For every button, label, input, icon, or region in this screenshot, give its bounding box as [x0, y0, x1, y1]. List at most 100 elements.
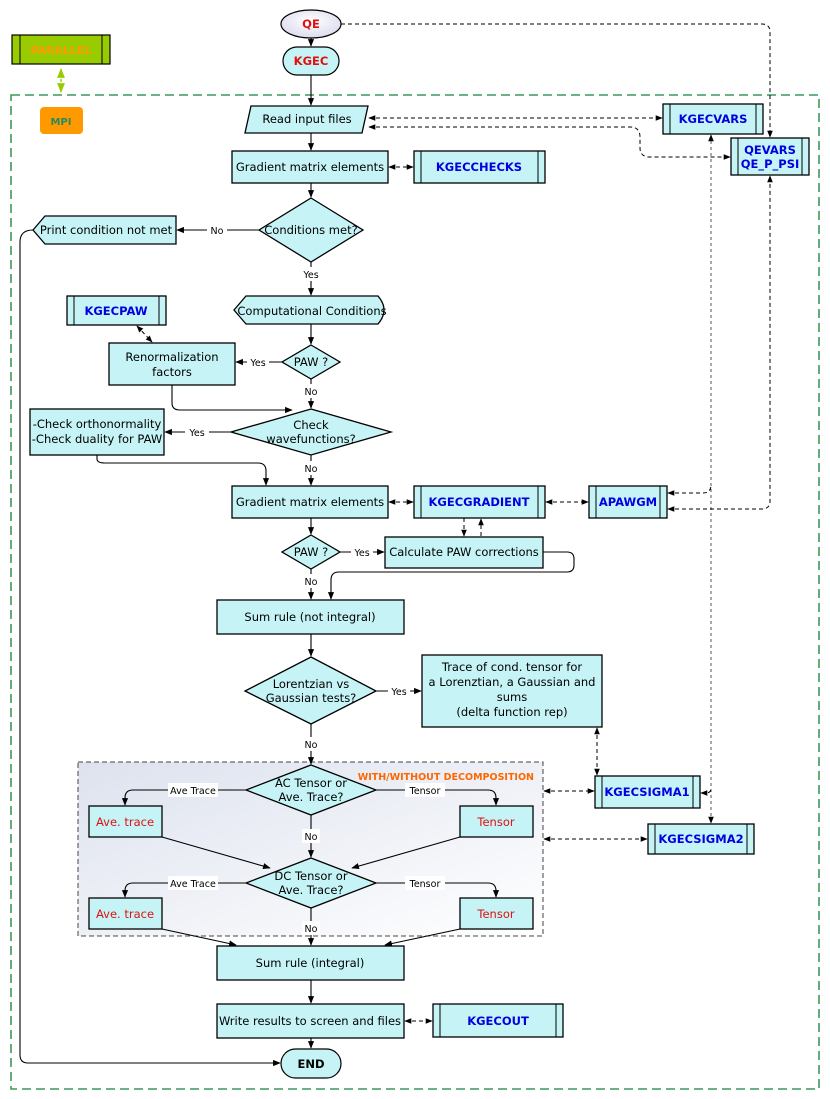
edge-yes-conditions: Yes [302, 270, 318, 281]
grad1-label: Gradient matrix elements [236, 160, 384, 174]
renorm-node: Renormalization factors [108, 342, 236, 386]
tensor1-label: Tensor [476, 815, 514, 829]
grad1-node: Gradient matrix elements [231, 150, 389, 184]
checkortho-label-1: -Check orthonormality [33, 417, 162, 431]
checkortho-node: -Check orthonormality -Check duality for… [29, 408, 165, 456]
edge-no-paw1: No [305, 387, 318, 398]
qevars-node: QEVARS QE_P_PSI [730, 137, 810, 176]
lorentz-node: Lorentzian vs Gaussian tests? [243, 656, 378, 725]
kgecgradient-node: KGECGRADIENT [413, 485, 546, 519]
edge-avetrace-dc: Ave Trace [170, 879, 216, 890]
sumrule-int-node: Sum rule (integral) [216, 945, 405, 981]
qevars-label-2: QE_P_PSI [741, 157, 800, 172]
mpi-frame [10, 94, 820, 1090]
apawgm-label: APAWGM [599, 495, 657, 509]
edge-yes-paw2: Yes [353, 548, 369, 559]
trace-label-3: sums [497, 690, 527, 704]
edge-yes-lorentz: Yes [390, 687, 406, 698]
trace-label-2: a Lorenztian, a Gaussian and [429, 675, 596, 689]
decomp-label: WITH/WITHOUT DECOMPOSITION [358, 772, 534, 783]
conditions-node: Conditions met? [257, 197, 365, 263]
tensor2-node: Tensor [459, 897, 534, 930]
apawgm-node: APAWGM [588, 485, 668, 519]
edge-tensor-ac: Tensor [409, 786, 441, 797]
grad2-node: Gradient matrix elements [231, 485, 389, 519]
checkwf-node: Check wavefunctions? [228, 408, 394, 456]
mpi-label: MPI [50, 117, 71, 128]
comp-cond-node: Computational Conditions [233, 295, 387, 325]
calc-paw-node: Calculate PAW corrections [384, 536, 544, 569]
kgecvars-node: KGECVARS [662, 103, 764, 135]
tensor2-label: Tensor [476, 907, 514, 921]
edge-no-checkwf: No [305, 464, 318, 475]
kgecout-label: KGECOUT [467, 1014, 529, 1028]
read-input-label: Read input files [262, 112, 351, 126]
qe-node: QE [280, 9, 342, 39]
paw1-node: PAW ? [280, 344, 342, 380]
ac-label-2: Ave. Trace? [279, 790, 344, 804]
print-cond-node: Print condition not met [32, 215, 177, 245]
data-links [136, 23, 773, 1024]
paw2-label: PAW ? [294, 545, 329, 559]
trace-label-4: (delta function rep) [456, 705, 567, 719]
kgec-label: KGEC [294, 54, 329, 68]
sumrule-ni-label: Sum rule (not integral) [244, 610, 375, 624]
kgecgradient-label: KGECGRADIENT [429, 495, 530, 509]
mpi-node: MPI [40, 107, 83, 134]
grad2-label: Gradient matrix elements [236, 495, 384, 509]
kgecout-node: KGECOUT [432, 1003, 564, 1038]
qe-label: QE [302, 17, 320, 31]
edge-yes-checkwf: Yes [188, 428, 204, 439]
kgecsigma1-node: KGECSIGMA1 [594, 775, 701, 809]
conditions-label: Conditions met? [264, 223, 357, 237]
sumrule-ni-node: Sum rule (not integral) [216, 599, 405, 635]
kgec-node: KGEC [282, 46, 340, 76]
write-label: Write results to screen and files [219, 1014, 401, 1028]
tensor1-node: Tensor [459, 805, 534, 838]
kgecchecks-node: KGECCHECKS [413, 150, 546, 184]
kgecvars-label: KGECVARS [679, 112, 748, 126]
edge-no-ac: No [305, 832, 318, 843]
comp-cond-label: Computational Conditions [237, 304, 386, 318]
checkwf-label-2: wavefunctions? [266, 432, 355, 446]
edge-no-dc: No [305, 924, 318, 935]
avetrace1-node: Ave. trace [88, 805, 163, 838]
edge-no-lorentz: No [305, 740, 318, 751]
kgecpaw-label: KGECPAW [84, 304, 147, 318]
edge-yes-paw1: Yes [249, 358, 265, 369]
parallel-label: PARALLEL [30, 44, 91, 57]
renorm-label-2: factors [152, 365, 192, 379]
print-cond-label: Print condition not met [40, 223, 173, 237]
ac-label-1: AC Tensor or [275, 776, 347, 790]
end-label: END [297, 1057, 324, 1071]
avetrace2-label: Ave. trace [96, 907, 154, 921]
avetrace2-node: Ave. trace [88, 897, 163, 930]
paw2-node: PAW ? [280, 534, 342, 570]
parallel-node: PARALLEL [11, 34, 111, 65]
kgecpaw-node: KGECPAW [66, 295, 167, 326]
kgecchecks-label: KGECCHECKS [436, 160, 522, 174]
edge-no-conditions: No [211, 226, 224, 237]
calc-paw-label: Calculate PAW corrections [389, 545, 539, 559]
trace-label-1: Trace of cond. tensor for [441, 660, 583, 674]
kgecsigma1-label: KGECSIGMA1 [604, 785, 689, 799]
qevars-label-1: QEVARS [744, 143, 796, 157]
end-node: END [280, 1048, 342, 1079]
checkwf-label-1: Check [293, 418, 329, 432]
renorm-label-1: Renormalization [125, 350, 218, 364]
paw1-label: PAW ? [294, 355, 329, 369]
dc-label-2: Ave. Trace? [279, 883, 344, 897]
edge-labels: No Yes Yes No Yes No Yes No Yes No Ave T… [168, 223, 445, 935]
dc-label-1: DC Tensor or [274, 869, 347, 883]
lorentz-label-2: Gaussian tests? [266, 691, 357, 705]
edge-tensor-dc: Tensor [409, 879, 441, 890]
checkortho-label-2: -Check duality for PAW [32, 432, 162, 446]
kgecsigma2-node: KGECSIGMA2 [647, 823, 755, 855]
read-input-node: Read input files [244, 105, 369, 134]
edge-avetrace-ac: Ave Trace [170, 786, 216, 797]
trace-node: Trace of cond. tensor for a Lorenztian, … [421, 654, 603, 728]
kgecsigma2-label: KGECSIGMA2 [658, 832, 743, 846]
sumrule-int-label: Sum rule (integral) [256, 956, 365, 970]
lorentz-label-1: Lorentzian vs [273, 677, 350, 691]
